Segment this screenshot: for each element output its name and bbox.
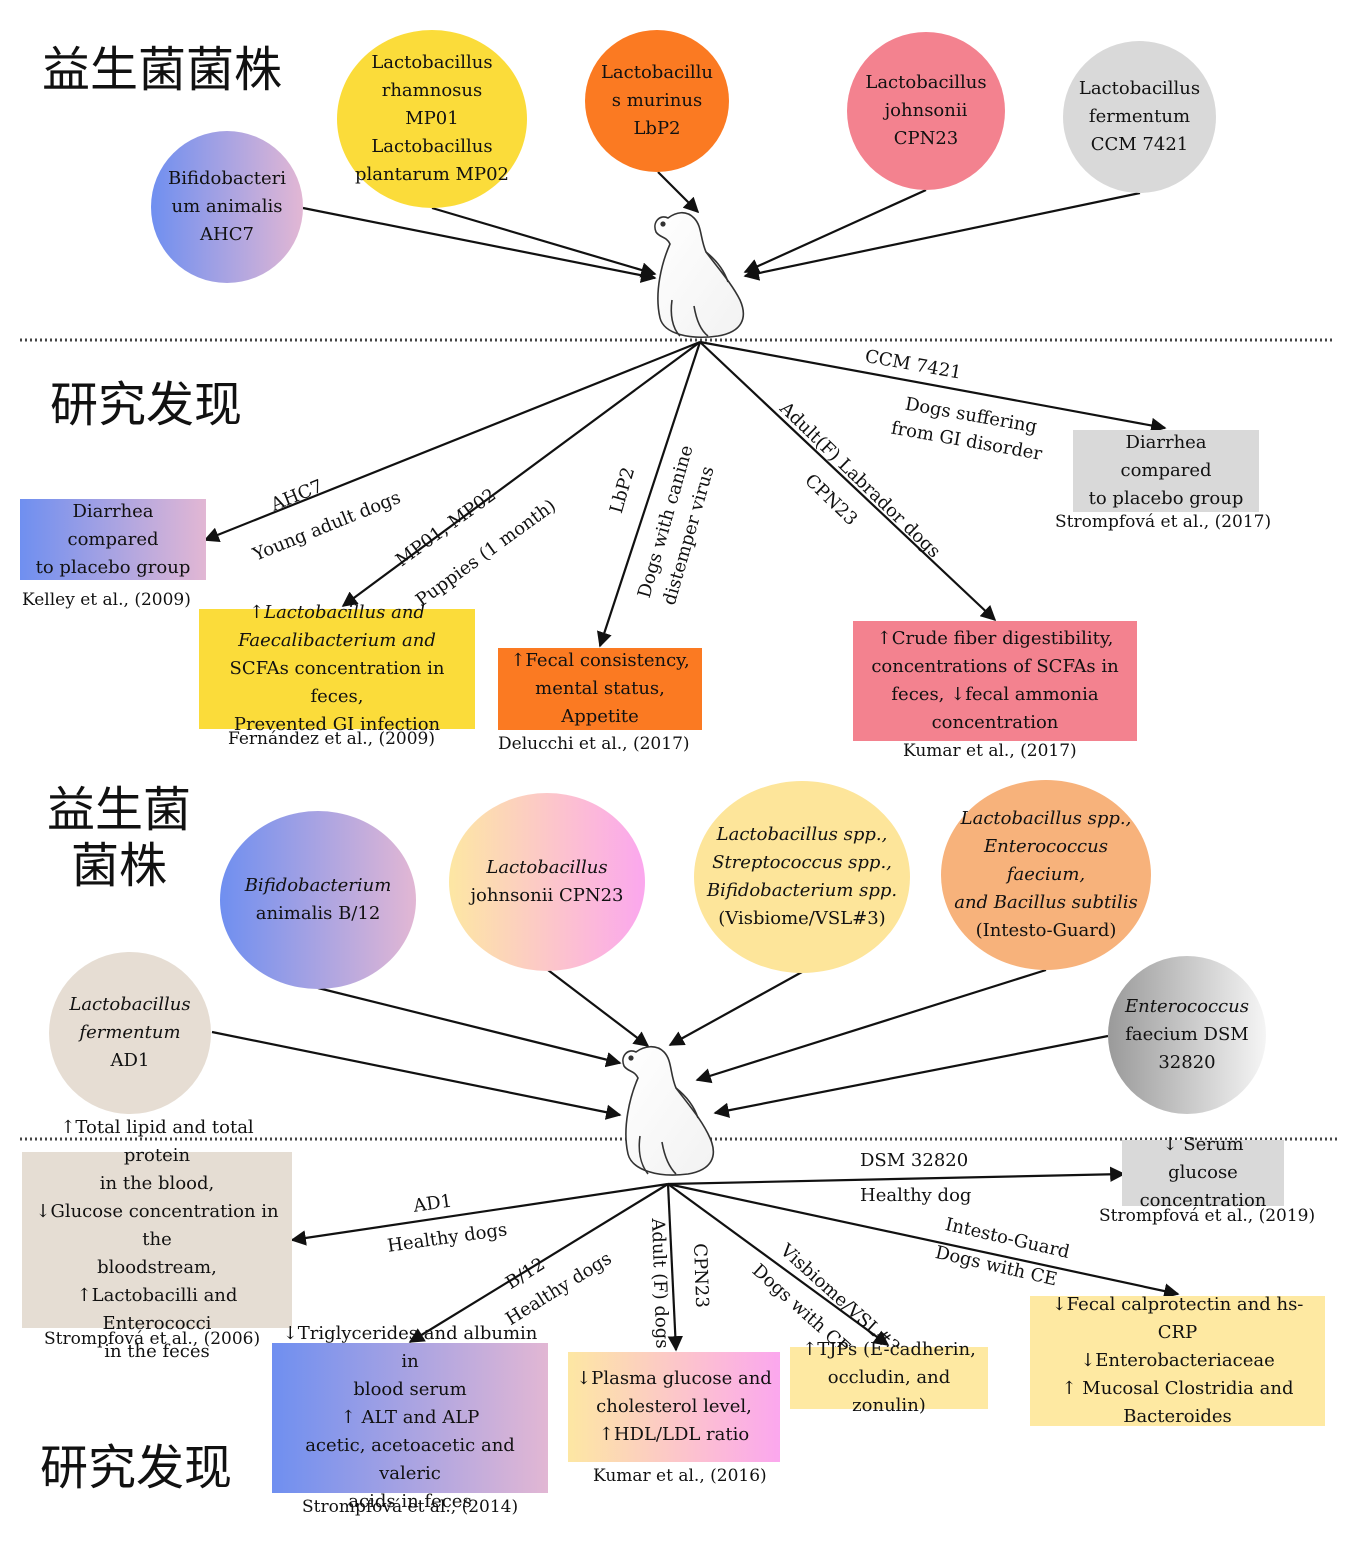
- strain-dsm-line-1: Enterococcus: [1125, 996, 1249, 1017]
- strain-bifidobacterium-b12: Bifidobacterium animalis B/12: [220, 811, 416, 989]
- arrow-dog-to-ahc7-finding: [203, 340, 701, 543]
- finding-mp-line-1: ↑Lactobacillus and: [249, 602, 425, 623]
- arrow-b12-to-dog: [317, 986, 622, 1068]
- label-dsm-strain: DSM 32820: [860, 1150, 969, 1171]
- finding-vsl: ↑TJPs (E-cadherin, occludin, and zonulin…: [790, 1339, 988, 1416]
- ref-strompfova-2006: Strompfová et al., (2006): [44, 1329, 261, 1349]
- finding-ig: ↓Fecal calprotectin and hs-CRP ↓Enteroba…: [1030, 1294, 1325, 1427]
- arrow-mp-to-dog: [431, 206, 657, 278]
- arrow-cpn23-to-dog: [743, 188, 927, 274]
- finding-lbp2: ↑Fecal consistency, mental status, Appet…: [498, 648, 702, 730]
- ref-strompfova-2017: Strompfová et al., (2017): [1055, 512, 1272, 532]
- finding-cpn23b: ↓Plasma glucose and cholesterol level, ↑…: [568, 1352, 780, 1462]
- strain-ig-line-3: and Bacillus subtilis: [954, 892, 1138, 913]
- dog-top-illustration: [654, 211, 745, 338]
- heading-top-strains: 益生菌菌株: [42, 42, 283, 98]
- dog-bottom-illustration: [622, 1045, 715, 1176]
- finding-b12: ↓Triglycerides and albumin in blood seru…: [272, 1323, 548, 1512]
- arrow-dog-to-b12-finding: [408, 1183, 669, 1343]
- strain-ad1-line-3: AD1: [110, 1050, 150, 1071]
- arrow-dog-to-cpn23b-finding: [666, 1183, 684, 1352]
- strain-b12-line-1: Bifidobacterium: [244, 875, 392, 896]
- arrow-ad1-to-dog: [211, 1030, 622, 1120]
- arrow-cpn23b-to-dog: [547, 969, 650, 1047]
- finding-mp-line-2: Faecalibacterium and: [238, 630, 436, 651]
- arrow-lbp2-to-dog: [657, 171, 700, 214]
- strain-vsl-line-4: (Visbiome/VSL#3): [718, 908, 886, 929]
- strain-dsm-line-3: 32820: [1158, 1052, 1216, 1073]
- strain-vsl-line-3: Bifidobacterium spp.: [706, 880, 898, 901]
- arrow-dsm-to-dog: [713, 1034, 1109, 1118]
- strain-ig-line-2: Enterococcus faecium,: [984, 836, 1108, 885]
- arrow-dog-to-ccm-finding: [699, 340, 1167, 434]
- arrow-ccm-to-dog: [743, 191, 1141, 281]
- arrow-dog-to-mp-finding: [341, 341, 701, 607]
- finding-ccm: Diarrhea compared to placebo group: [1073, 430, 1259, 512]
- arrow-ig-to-dog: [695, 968, 1047, 1084]
- ref-delucchi-2017: Delucchi et al., (2017): [498, 734, 690, 754]
- arrow-dog-to-lbp2-finding: [597, 341, 702, 648]
- finding-mp: ↑Lactobacillus and Faecalibacterium and …: [199, 602, 475, 735]
- ref-kumar-2016: Kumar et al., (2016): [593, 1466, 767, 1486]
- strain-lactobacillus-cpn23-bottom: Lactobacillus johnsonii CPN23: [449, 793, 645, 971]
- label-cpn23b-strain: CPN23: [689, 1243, 713, 1309]
- ref-strompfova-2014: Strompfová et al., (2014): [302, 1497, 519, 1517]
- finding-mp-line-3: SCFAs concentration in feces,: [229, 658, 445, 707]
- ref-strompfova-2019: Strompfová et al., (2019): [1099, 1206, 1316, 1226]
- heading-top-findings: 研究发现: [50, 377, 243, 433]
- finding-dsm: ↓ Serum glucose concentration: [1122, 1134, 1284, 1211]
- label-cpn23b-subject: Adult (F) dogs: [647, 1218, 673, 1349]
- arrow-dog-to-dsm-finding: [667, 1166, 1126, 1186]
- arrow-ahc7-to-dog: [302, 206, 657, 283]
- heading-bottom-strains: 益生菌 菌株: [46, 782, 191, 894]
- arrow-dog-to-cpn23-finding: [699, 341, 997, 622]
- strain-ad1-line-2: fermentum: [79, 1022, 181, 1043]
- strain-bifidobacterium-ahc7: Bifidobacteri um animalis AHC7: [151, 131, 303, 283]
- finding-ad1: ↑Total lipid and total protein in the bl…: [22, 1117, 292, 1362]
- finding-cpn23: ↑Crude fiber digestibility, concentratio…: [853, 621, 1137, 741]
- strain-enterococcus-dsm32820: Enterococcus faecium DSM 32820: [1108, 956, 1266, 1114]
- strain-cpn23b-line-1: Lactobacillus: [486, 857, 608, 878]
- strain-cpn23b-line-2: johnsonii CPN23: [470, 885, 624, 906]
- ref-kelley-2009: Kelley et al., (2009): [22, 590, 191, 610]
- strain-lactobacillus-ad1: Lactobacillus fermentum AD1: [49, 952, 211, 1114]
- label-dsm-subject: Healthy dog: [860, 1185, 972, 1206]
- arrow-dog-to-vsl-finding: [667, 1183, 890, 1346]
- strain-lactobacillus-ccm7421: Lactobacillus fermentum CCM 7421: [1063, 41, 1216, 193]
- finding-ahc7: Diarrhea compared to placebo group: [20, 499, 206, 580]
- arrow-dog-to-ad1-finding: [290, 1182, 669, 1246]
- strain-ad1-line-1: Lactobacillus: [69, 994, 191, 1015]
- heading-bottom-findings: 研究发现: [40, 1440, 233, 1496]
- strain-lactobacillus-mp01-mp02: Lactobacillus rhamnosus MP01 Lactobacill…: [337, 30, 527, 208]
- strain-intesto-guard: Lactobacillus spp., Enterococcus faecium…: [941, 780, 1151, 970]
- strain-lactobacillus-lbp2: Lactobacillu s murinus LbP2: [585, 30, 729, 172]
- strain-lactobacillus-cpn23: Lactobacillus johnsonii CPN23: [847, 32, 1005, 190]
- arrow-dog-to-ig-finding: [667, 1182, 1180, 1299]
- strain-vsl-line-2: Streptococcus spp.,: [712, 852, 892, 873]
- strain-dsm-line-2: faecium DSM: [1125, 1024, 1249, 1045]
- ref-kumar-2017: Kumar et al., (2017): [903, 741, 1077, 761]
- strain-vsl-line-1: Lactobacillus spp.,: [716, 824, 888, 845]
- strain-visbiome-vsl3: Lactobacillus spp., Streptococcus spp., …: [694, 781, 910, 973]
- arrow-vsl-to-dog: [668, 971, 803, 1046]
- strain-b12-line-2: animalis B/12: [255, 903, 381, 924]
- ref-fernandez-2009: Fernández et al., (2009): [228, 729, 435, 749]
- strain-ig-line-4: (Intesto-Guard): [975, 920, 1117, 941]
- strain-ig-line-1: Lactobacillus spp.,: [960, 808, 1132, 829]
- finding-mp-line-4: Prevented GI infection: [233, 714, 441, 735]
